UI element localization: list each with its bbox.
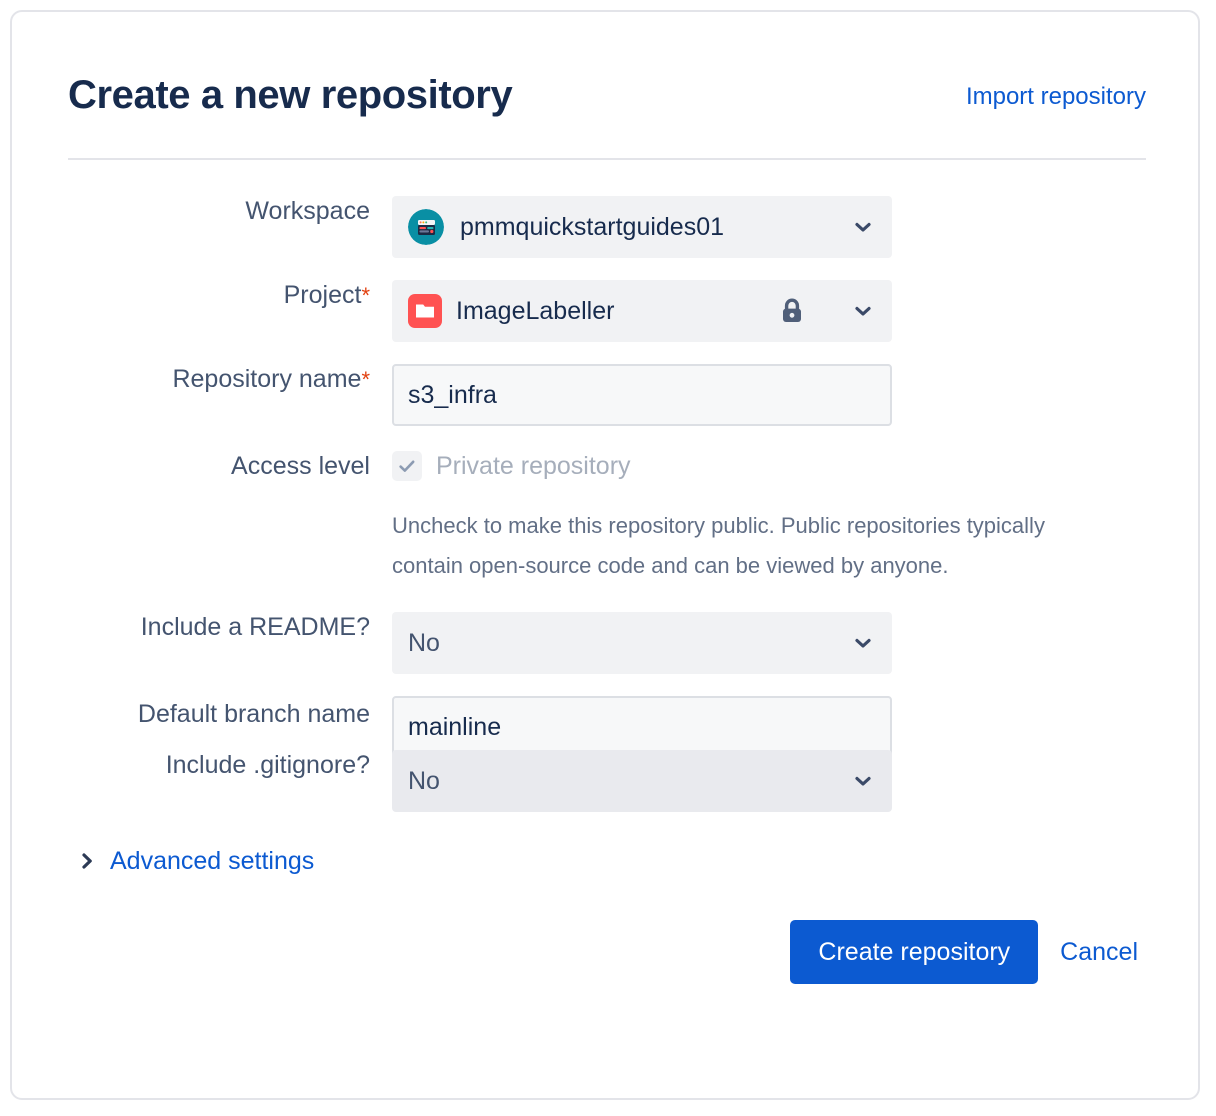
default-branch-name-input[interactable] (392, 696, 892, 758)
repository-name-label: Repository name* (68, 364, 392, 395)
chevron-right-icon (80, 850, 96, 872)
access-level-label: Access level (231, 452, 370, 480)
chevron-down-icon (852, 216, 874, 238)
lock-icon (778, 296, 806, 326)
advanced-settings-label: Advanced settings (110, 847, 315, 875)
repository-name-input[interactable] (392, 364, 892, 426)
include-readme-select[interactable]: No (392, 612, 892, 674)
repository-name-required-marker: * (361, 367, 370, 392)
workspace-value: pmmquickstartguides01 (460, 213, 725, 241)
chevron-down-icon (852, 632, 874, 654)
include-readme-label: Include a README? (140, 613, 370, 641)
project-required-marker: * (361, 283, 370, 308)
field-row-repository-name: Repository name* (68, 364, 1146, 426)
workspace-select[interactable]: pmmquickstartguides01 (392, 196, 892, 258)
card-header: Create a new repository Import repositor… (68, 72, 1146, 134)
private-repository-checkbox-row[interactable]: Private repository (392, 444, 1146, 488)
private-repository-label: Private repository (436, 452, 631, 480)
project-value: ImageLabeller (456, 297, 615, 325)
field-row-access-level: Access level Private repository Uncheck … (68, 444, 1146, 586)
field-row-include-readme: Include a README? No (68, 612, 1146, 674)
page-title: Create a new repository (68, 73, 513, 117)
repository-name-label-text: Repository name (172, 365, 362, 393)
project-field: ImageLabeller (392, 280, 1146, 342)
check-icon (399, 460, 415, 472)
include-readme-value: No (408, 629, 440, 657)
workspace-field: pmmquickstartguides01 (392, 196, 1146, 258)
repository-name-field (392, 364, 1146, 426)
field-row-project: Project* ImageLabeller (68, 280, 1146, 342)
create-repository-form: Workspace (68, 196, 1146, 984)
include-gitignore-select[interactable]: No (392, 750, 892, 812)
advanced-settings-toggle[interactable]: Advanced settings (80, 846, 314, 876)
workspace-label: Workspace (245, 197, 370, 225)
folder-icon (408, 294, 442, 328)
include-gitignore-value: No (408, 767, 440, 795)
workspace-avatar-icon (408, 209, 444, 245)
cancel-button[interactable]: Cancel (1052, 938, 1146, 967)
default-branch-name-field (392, 696, 1146, 758)
card-content: Create a new repository Import repositor… (68, 72, 1146, 984)
field-row-default-branch-name: Default branch name (68, 696, 1146, 758)
include-gitignore-field: No (392, 750, 1146, 812)
import-repository-link[interactable]: Import repository (965, 83, 1146, 110)
create-repository-button[interactable]: Create repository (790, 920, 1039, 984)
project-label-text: Project (283, 281, 362, 309)
include-gitignore-label: Include .gitignore? (165, 751, 370, 779)
access-level-field: Private repository Uncheck to make this … (392, 444, 1146, 586)
form-actions: Create repository Cancel (68, 920, 1146, 984)
default-branch-name-label: Default branch name (137, 700, 370, 728)
project-select[interactable]: ImageLabeller (392, 280, 892, 342)
field-row-include-gitignore: Include .gitignore? No (68, 750, 1146, 812)
field-row-workspace: Workspace (68, 196, 1146, 258)
include-readme-field: No (392, 612, 1146, 674)
chevron-down-icon (852, 300, 874, 322)
create-repository-card: Create a new repository Import repositor… (10, 10, 1200, 1100)
private-repository-checkbox[interactable] (392, 451, 422, 481)
project-label: Project* (68, 280, 392, 311)
chevron-down-icon (852, 770, 874, 792)
access-level-help-text: Uncheck to make this repository public. … (392, 513, 1045, 578)
header-divider (68, 158, 1146, 160)
